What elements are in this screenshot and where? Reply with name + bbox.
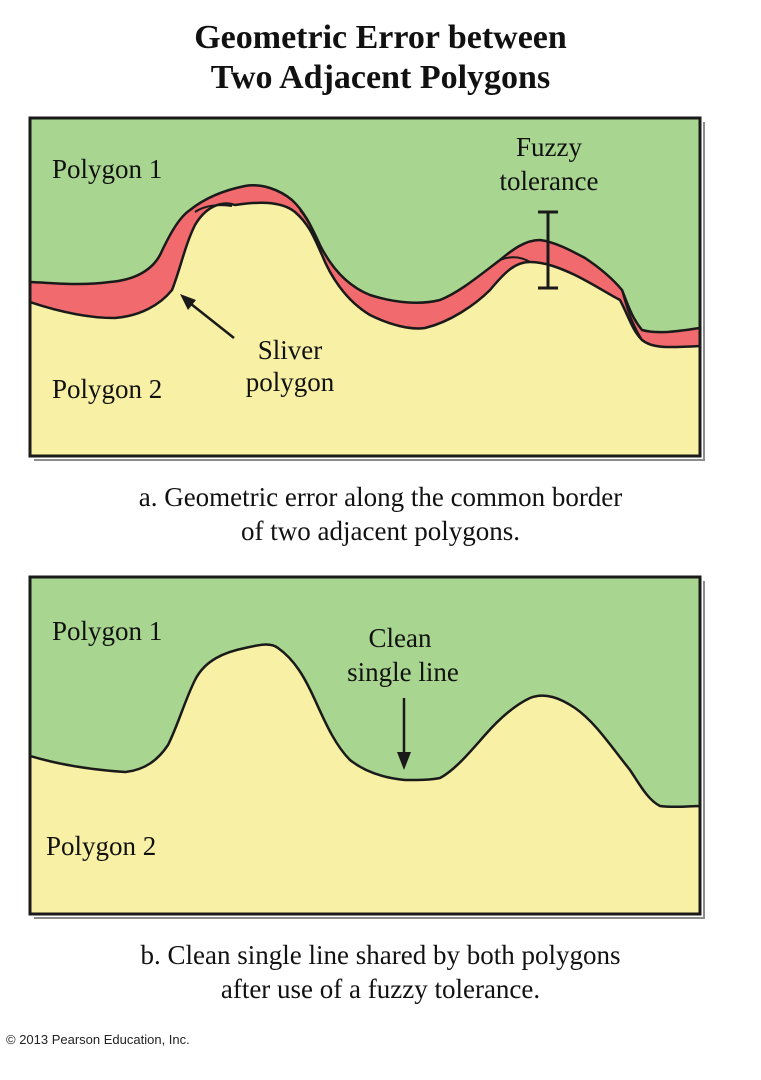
panel-b-polygon-2-label: Polygon 2 (46, 831, 156, 861)
sliver-polygon-label-1: Sliver (258, 335, 323, 365)
panel-b-map: Polygon 1 Polygon 2 Clean single line (28, 575, 705, 919)
fuzzy-tolerance-label-2: tolerance (500, 166, 599, 196)
panel-a-caption: a. Geometric error along the common bord… (0, 480, 761, 548)
panel-a-map: Polygon 1 Polygon 2 Fuzzy tolerance Sliv… (28, 116, 705, 461)
panel-b-shadow (34, 581, 705, 919)
panel-a-polygon-2 (30, 202, 700, 456)
panel-a-caption-line-1: a. Geometric error along the common bord… (138, 482, 623, 512)
panel-b-polygon-2 (30, 643, 700, 914)
panel-b-polygon-1-label: Polygon 1 (52, 616, 162, 646)
clean-line-arrow-icon (397, 698, 411, 770)
panel-a-polygon-2-label: Polygon 2 (52, 374, 162, 404)
sliver-polygon-label-2: polygon (246, 367, 335, 397)
sliver-crossing-lines (194, 204, 643, 341)
clean-single-line-label-2: single line (347, 657, 459, 687)
title-line-2: Two Adjacent Polygons (210, 59, 551, 96)
panel-a-polygon-1-label: Polygon 1 (52, 154, 162, 184)
title-line-1: Geometric Error between (194, 19, 567, 56)
fuzzy-tolerance-label-1: Fuzzy (516, 132, 582, 162)
fuzzy-tolerance-bar-icon (538, 210, 558, 290)
panel-b-caption-line-2: after use of a fuzzy tolerance. (220, 974, 541, 1004)
panel-a-frame (28, 116, 702, 458)
sliver-arrow-icon (180, 294, 235, 339)
clean-single-line-label-1: Clean (369, 623, 432, 653)
panel-a-shadow (34, 122, 705, 461)
panel-b-caption-line-1: b. Clean single line shared by both poly… (140, 940, 621, 970)
panel-b-caption: b. Clean single line shared by both poly… (0, 938, 761, 1006)
copyright-notice: © 2013 Pearson Education, Inc. (6, 1032, 190, 1047)
panel-b-frame (28, 575, 702, 916)
panel-a-caption-line-2: of two adjacent polygons. (241, 516, 520, 546)
sliver-polygon-shape (30, 184, 700, 349)
diagram-title: Geometric Error between Two Adjacent Pol… (0, 18, 761, 98)
